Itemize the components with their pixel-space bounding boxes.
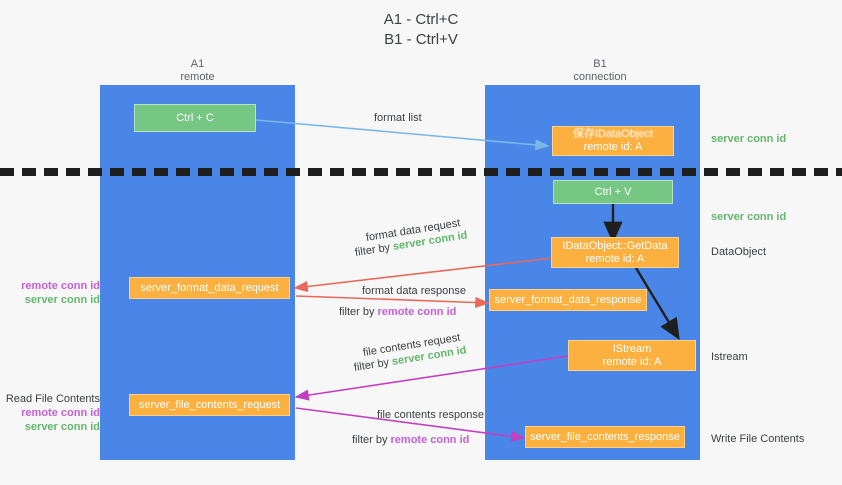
- filter-prefix: filter by: [354, 241, 394, 259]
- box-server-file-contents-request-label: server_file_contents_request: [138, 398, 281, 411]
- box-idataobject-getdata[interactable]: IDataObject::GetData remote id: A: [551, 237, 679, 268]
- box-server-format-data-request-label: server_format_data_request: [140, 281, 279, 294]
- box-istream-sub: remote id: A: [602, 355, 662, 368]
- box-server-format-data-response-label: server_format_data_response: [494, 293, 642, 306]
- box-idataobject-stored-sub: remote id: A: [583, 141, 643, 153]
- page-title: A1 - Ctrl+C B1 - Ctrl+V: [0, 10, 842, 50]
- box-server-file-contents-response[interactable]: server_file_contents_response: [525, 426, 685, 448]
- edge-label-format-list: format list: [374, 112, 422, 124]
- annotation-remote-conn-id: remote conn id: [21, 407, 100, 419]
- box-server-format-data-response[interactable]: server_format_data_response: [489, 289, 647, 311]
- lane-a1-sub: remote: [180, 71, 215, 83]
- title-line-2: B1 - Ctrl+V: [384, 31, 458, 48]
- annotation-dataobject: DataObject: [711, 246, 767, 258]
- lane-b1-sub: connection: [573, 71, 627, 83]
- annotation-conn-ids-format: remote conn id server conn id: [8, 279, 100, 307]
- filter-prefix: filter by: [353, 356, 393, 374]
- annotation-server-conn-id-top: server conn id: [711, 133, 787, 145]
- box-server-format-data-request[interactable]: server_format_data_request: [129, 277, 290, 299]
- box-idataobject-stored-title: 保存IDataObject: [572, 128, 654, 140]
- edge-label-format-data-response-filter: filter by remote conn id: [339, 305, 456, 319]
- annotation-server-conn-id: server conn id: [24, 294, 100, 306]
- box-ctrl-c-label: Ctrl + C: [176, 111, 214, 124]
- box-ctrl-v-label: Ctrl + V: [594, 185, 632, 198]
- edge-label-file-contents-response-filter: filter by remote conn id: [352, 433, 469, 447]
- annotation-server-conn-id-second: server conn id: [711, 211, 787, 223]
- box-server-file-contents-response-label: server_file_contents_response: [530, 430, 680, 443]
- box-idataobject-getdata-title: IDataObject::GetData: [562, 239, 668, 252]
- edge-label-file-contents-response: file contents response: [377, 409, 485, 421]
- title-line-1: A1 - Ctrl+C: [383, 11, 459, 28]
- phase-divider: [0, 168, 842, 176]
- filter-prefix: filter by: [352, 434, 391, 446]
- box-idataobject-getdata-sub: remote id: A: [585, 252, 645, 265]
- filter-prefix: filter by: [339, 306, 378, 318]
- lane-header-b1: B1 connection: [520, 58, 680, 84]
- box-istream-title: IStream: [612, 342, 652, 355]
- annotation-istream: Istream: [711, 351, 748, 363]
- edge-label-format-data-response: format data response: [362, 285, 466, 297]
- annotation-read-file-contents: Read File Contents remote conn id server…: [4, 392, 100, 434]
- box-istream[interactable]: IStream remote id: A: [568, 340, 696, 371]
- annotation-write-file-contents: Write File Contents: [711, 433, 805, 445]
- lane-header-a1: A1 remote: [120, 58, 275, 84]
- annotation-remote-conn-id: remote conn id: [21, 280, 100, 292]
- lane-a1-name: A1: [190, 58, 205, 70]
- filter-key-remote-conn-id: remote conn id: [377, 306, 457, 318]
- box-server-file-contents-request[interactable]: server_file_contents_request: [129, 394, 290, 416]
- box-idataobject-stored[interactable]: 保存IDataObject remote id: A: [552, 126, 674, 156]
- filter-key-remote-conn-id: remote conn id: [390, 434, 470, 446]
- annotation-server-conn-id: server conn id: [24, 421, 100, 433]
- annotation-read-file-contents-heading: Read File Contents: [5, 393, 100, 405]
- lane-b1-name: B1: [593, 58, 607, 70]
- box-ctrl-v[interactable]: Ctrl + V: [553, 180, 673, 204]
- box-ctrl-c[interactable]: Ctrl + C: [134, 104, 256, 132]
